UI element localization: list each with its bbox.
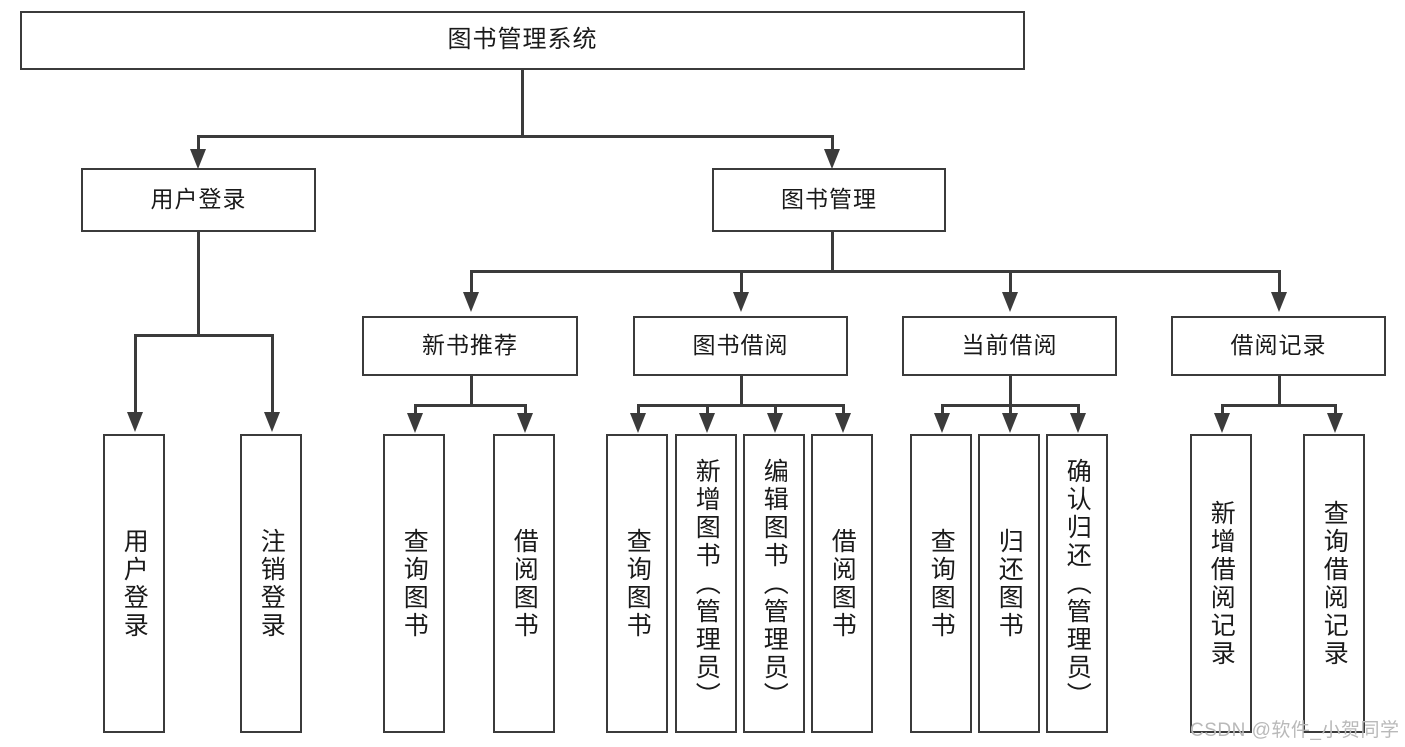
edge-drop-leaf-logout (271, 334, 274, 414)
edge-root-stem (521, 70, 524, 137)
arrowhead-bb-borrow-book (835, 413, 851, 433)
arrowhead-br-query-record (1327, 413, 1343, 433)
arrowhead-leaf-user-login (127, 412, 143, 432)
node-leaf-bb-edit-book[interactable]: 编辑图书（管理员） (743, 434, 805, 733)
arrowhead-bb-add-book (699, 413, 715, 433)
edge-drop-borrow-record (1278, 270, 1281, 294)
edge-level2-bus (197, 135, 834, 138)
node-label: 当前借阅 (961, 332, 1058, 359)
edge-drop-bb-edit-book (774, 404, 777, 418)
edge-borrow-record-stem (1278, 376, 1281, 406)
edge-new-book-recommend-stem (470, 376, 473, 406)
edge-drop-user-login (197, 135, 200, 153)
node-label: 用户登录 (150, 186, 247, 213)
arrowhead-cb-query-book (934, 413, 950, 433)
edge-drop-bb-add-book (706, 404, 709, 418)
node-root-book-management-system[interactable]: 图书管理系统 (20, 11, 1025, 70)
edge-level3-bus (470, 270, 1280, 273)
arrowhead-leaf-logout (264, 412, 280, 432)
node-leaf-logout[interactable]: 注销登录 (240, 434, 302, 733)
node-new-book-recommend[interactable]: 新书推荐 (362, 316, 578, 376)
edge-drop-br-add-record (1221, 404, 1224, 418)
edge-book-management-stem (831, 232, 834, 272)
node-label: 借阅图书 (510, 527, 539, 640)
node-label: 查询图书 (927, 527, 956, 640)
node-label: 注销登录 (257, 527, 286, 640)
node-label: 图书管理 (781, 186, 877, 213)
edge-drop-nbr-borrow-book (524, 404, 527, 418)
node-leaf-bb-query-book[interactable]: 查询图书 (606, 434, 668, 733)
node-label: 借阅记录 (1230, 332, 1327, 359)
node-book-management[interactable]: 图书管理 (712, 168, 946, 232)
edge-book-borrow-stem (740, 376, 743, 406)
edge-drop-bb-query-book (637, 404, 640, 418)
node-label: 归还图书 (995, 527, 1024, 640)
arrowhead-book-borrow (733, 292, 749, 312)
edge-user-login-bus (134, 334, 273, 337)
node-label: 查询图书 (400, 527, 429, 640)
edge-drop-leaf-user-login (134, 334, 137, 414)
node-label: 查询图书 (623, 527, 652, 640)
arrowhead-current-borrow (1002, 292, 1018, 312)
node-leaf-br-add-record[interactable]: 新增借阅记录 (1190, 434, 1252, 733)
edge-new-book-recommend-bus (414, 404, 527, 407)
edge-book-borrow-bus (637, 404, 844, 407)
node-leaf-cb-confirm-return[interactable]: 确认归还（管理员） (1046, 434, 1108, 733)
node-leaf-bb-borrow-book[interactable]: 借阅图书 (811, 434, 873, 733)
edge-current-borrow-stem (1009, 376, 1012, 406)
node-user-login[interactable]: 用户登录 (81, 168, 316, 232)
edge-borrow-record-bus (1221, 404, 1337, 407)
node-label: 借阅图书 (828, 527, 857, 640)
edge-drop-cb-return-book (1009, 404, 1012, 418)
node-leaf-nbr-query-book[interactable]: 查询图书 (383, 434, 445, 733)
node-label: 编辑图书（管理员） (760, 457, 789, 710)
arrowhead-cb-confirm-return (1070, 413, 1086, 433)
node-current-borrow[interactable]: 当前借阅 (902, 316, 1117, 376)
node-leaf-cb-return-book[interactable]: 归还图书 (978, 434, 1040, 733)
edge-user-login-stem (197, 232, 200, 336)
arrowhead-bb-query-book (630, 413, 646, 433)
node-leaf-nbr-borrow-book[interactable]: 借阅图书 (493, 434, 555, 733)
arrowhead-br-add-record (1214, 413, 1230, 433)
edge-drop-book-management (831, 135, 834, 153)
node-leaf-bb-add-book[interactable]: 新增图书（管理员） (675, 434, 737, 733)
arrowhead-bb-edit-book (767, 413, 783, 433)
edge-drop-new-book-recommend (470, 270, 473, 294)
node-label: 查询借阅记录 (1320, 499, 1349, 668)
node-label: 用户登录 (120, 527, 149, 640)
arrowhead-user-login (190, 149, 206, 169)
node-label: 新增图书（管理员） (692, 457, 721, 710)
node-leaf-cb-query-book[interactable]: 查询图书 (910, 434, 972, 733)
arrowhead-nbr-borrow-book (517, 413, 533, 433)
edge-drop-cb-confirm-return (1077, 404, 1080, 418)
node-borrow-record[interactable]: 借阅记录 (1171, 316, 1386, 376)
edge-drop-cb-query-book (941, 404, 944, 418)
edge-drop-bb-borrow-book (842, 404, 845, 418)
edge-drop-br-query-record (1334, 404, 1337, 418)
node-leaf-br-query-record[interactable]: 查询借阅记录 (1303, 434, 1365, 733)
node-label: 图书借阅 (692, 332, 789, 359)
node-label: 新增借阅记录 (1207, 499, 1236, 668)
node-label: 图书管理系统 (447, 26, 598, 54)
edge-drop-current-borrow (1009, 270, 1012, 294)
edge-drop-book-borrow (740, 270, 743, 294)
arrowhead-nbr-query-book (407, 413, 423, 433)
arrowhead-book-management (824, 149, 840, 169)
arrowhead-borrow-record (1271, 292, 1287, 312)
node-label: 确认归还（管理员） (1063, 457, 1092, 710)
node-label: 新书推荐 (422, 332, 518, 359)
node-leaf-user-login[interactable]: 用户登录 (103, 434, 165, 733)
edge-drop-nbr-query-book (414, 404, 417, 418)
arrowhead-new-book-recommend (463, 292, 479, 312)
arrowhead-cb-return-book (1002, 413, 1018, 433)
node-book-borrow[interactable]: 图书借阅 (633, 316, 848, 376)
